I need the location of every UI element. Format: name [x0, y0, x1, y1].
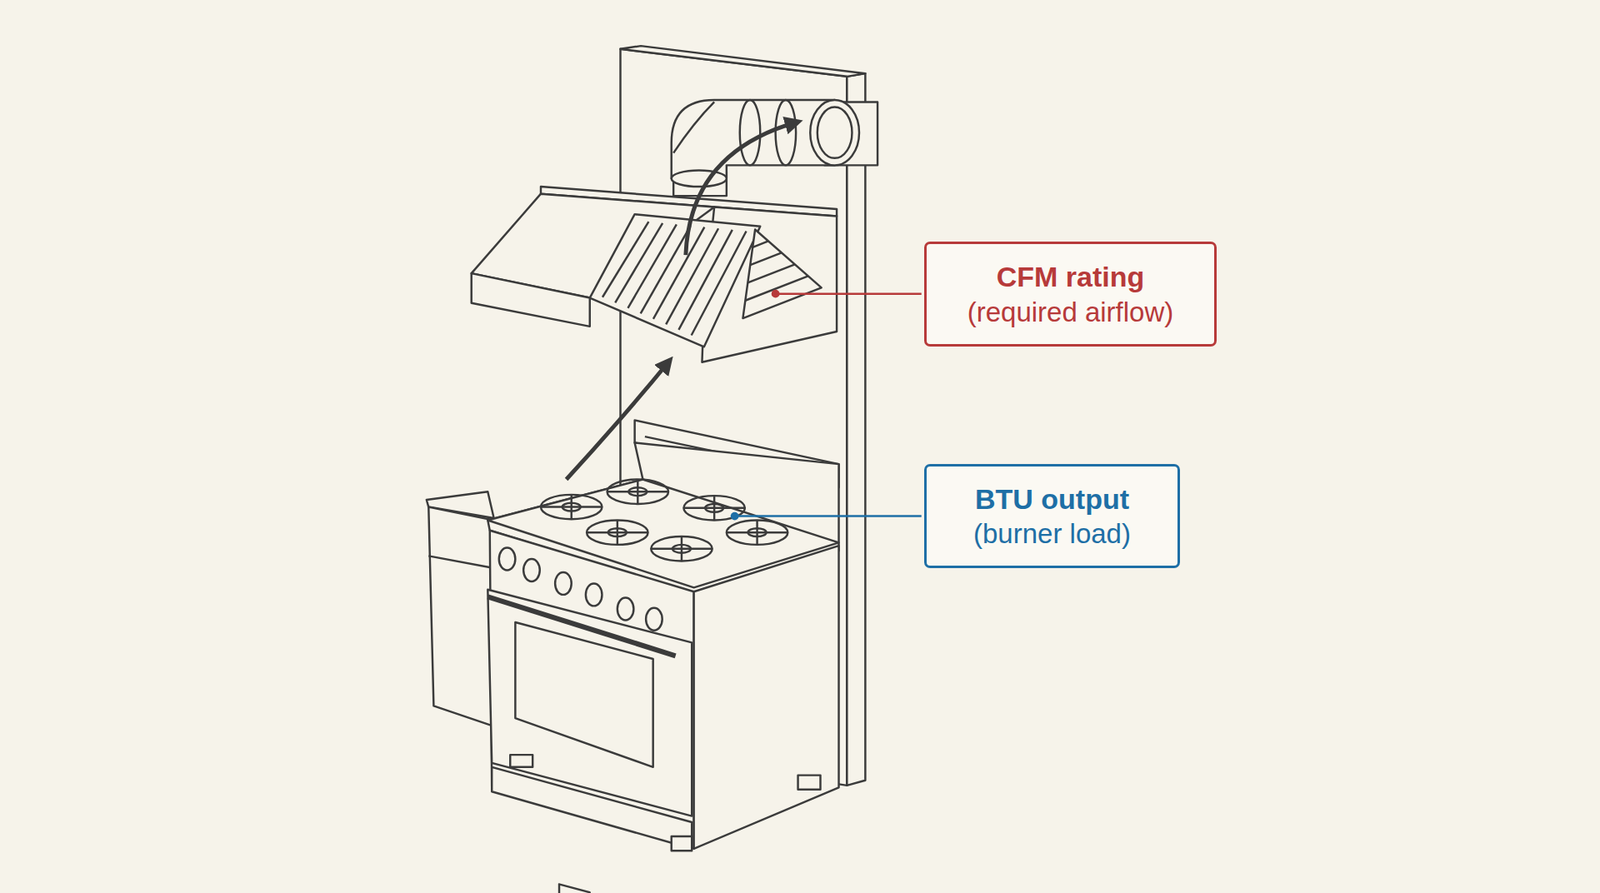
control-knob — [555, 572, 572, 595]
control-knob — [585, 583, 603, 606]
grate-bar — [683, 495, 745, 520]
grate-bar — [607, 480, 669, 505]
control-knob — [645, 608, 663, 631]
grease-filter — [590, 214, 760, 347]
burner-grates — [540, 480, 788, 562]
grate-bar — [726, 520, 788, 545]
burner-grate — [586, 520, 648, 545]
burner-grate — [650, 536, 712, 561]
burner-grate — [683, 495, 745, 520]
filter-slat — [665, 228, 719, 325]
callout-note: (required airflow) — [967, 295, 1175, 330]
filter-slats — [602, 221, 809, 335]
grate-bar — [540, 495, 602, 520]
burner-grate — [726, 520, 788, 545]
airflow-arrows — [566, 122, 797, 480]
filter-slat — [750, 252, 782, 265]
filter-slat — [640, 225, 691, 314]
gas-range — [487, 420, 839, 893]
callout-title: BTU output — [975, 481, 1130, 518]
callout-title: CFM rating — [996, 259, 1145, 295]
grate-bar — [586, 520, 648, 545]
control-knob — [523, 559, 540, 582]
filter-slat — [745, 275, 808, 300]
burner-grate — [607, 480, 669, 505]
grate-bar — [650, 536, 712, 561]
filter-slat — [691, 231, 747, 336]
range-hood — [471, 186, 837, 363]
callout-box: BTU output(burner load) — [924, 464, 1180, 569]
filter-slat — [747, 264, 795, 283]
control-knob — [617, 598, 635, 621]
grease-filter — [742, 230, 821, 320]
filter-slat — [627, 224, 676, 308]
leader-lines — [730, 290, 922, 521]
burner-grate — [540, 495, 602, 520]
filter-slat — [752, 240, 769, 247]
callout-box: CFM rating(required airflow) — [924, 241, 1217, 347]
control-knob — [499, 548, 516, 571]
callout-note: (burner load) — [973, 516, 1131, 551]
filter-slat — [653, 227, 705, 320]
exhaust-duct — [671, 100, 860, 196]
side-cabinet — [426, 491, 495, 727]
